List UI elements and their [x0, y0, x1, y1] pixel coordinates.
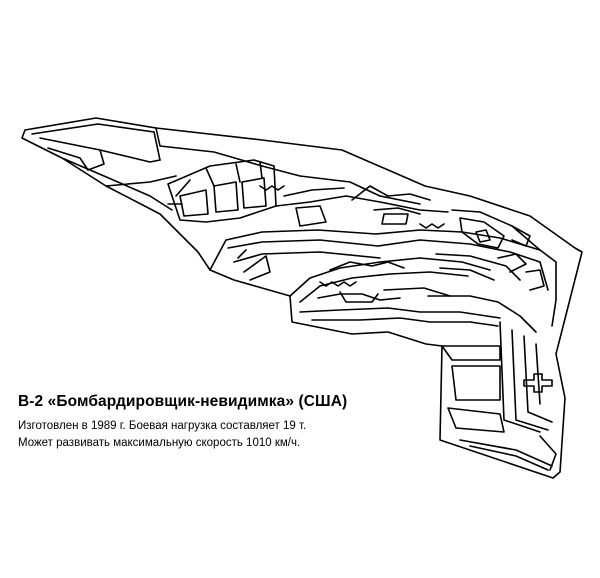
insignia-mark [523, 373, 553, 393]
description-line-2: Может развивать максимальную скорость 10… [18, 437, 301, 449]
aircraft-description: Изготовлен в 1989 г. Боевая нагрузка сос… [18, 418, 418, 452]
aircraft-outline [21, 117, 583, 479]
aircraft-title: B-2 «Бомбардировщик-невидимка» (США) [18, 393, 348, 410]
description-line-1: Изготовлен в 1989 г. Боевая нагрузка сос… [18, 420, 307, 432]
